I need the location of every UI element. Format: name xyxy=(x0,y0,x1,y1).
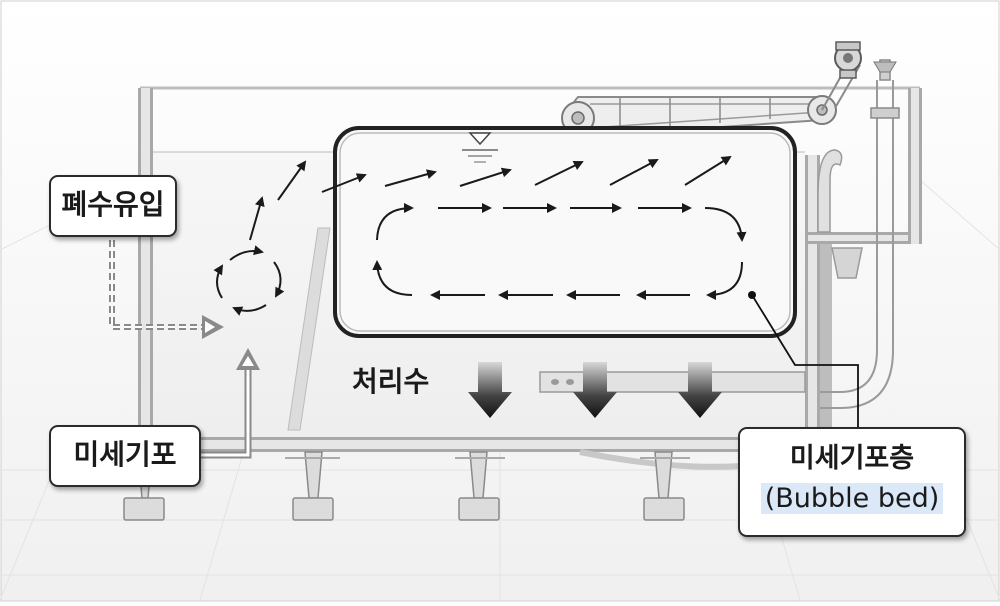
drive-motor xyxy=(834,41,862,79)
microbubble-label-text: 미세기포 xyxy=(73,438,177,471)
treated-water-label: 처리수 xyxy=(352,365,430,398)
callout-leader xyxy=(748,291,859,432)
inlet-baffle xyxy=(287,227,331,431)
overflow-weir xyxy=(817,149,843,233)
circulation-arrows xyxy=(372,203,747,300)
inflow-arrow xyxy=(109,240,224,339)
pipe-flange xyxy=(870,107,900,119)
bubble-layer-label-en: (Bubble bed) xyxy=(760,483,944,514)
treated-water-arrow xyxy=(468,362,512,418)
microbubble-inlet-arrow xyxy=(200,348,260,459)
valve-handle xyxy=(873,61,897,73)
bubble-layer-label: 미세기포층 (Bubble bed) xyxy=(738,427,966,537)
water-level-marker xyxy=(462,132,498,163)
bubble-bed-region xyxy=(333,126,797,338)
bubble-layer-label-ko: 미세기포층 xyxy=(789,443,915,474)
bubble-bed-inner-outline xyxy=(339,132,791,332)
inflow-label: 폐수유입 xyxy=(49,175,177,237)
underflow-pipe xyxy=(539,371,806,393)
rising-flow-arrows xyxy=(249,155,732,241)
mixing-loop-arrows xyxy=(213,245,285,316)
discharge-pipe xyxy=(820,80,894,409)
treated-water-arrow xyxy=(573,362,617,418)
treated-water-arrow xyxy=(678,362,722,418)
sludge-hopper xyxy=(831,247,863,279)
inflow-label-text: 폐수유입 xyxy=(61,188,165,221)
treated-water-arrows xyxy=(468,362,722,418)
microbubble-label: 미세기포 xyxy=(49,425,201,487)
